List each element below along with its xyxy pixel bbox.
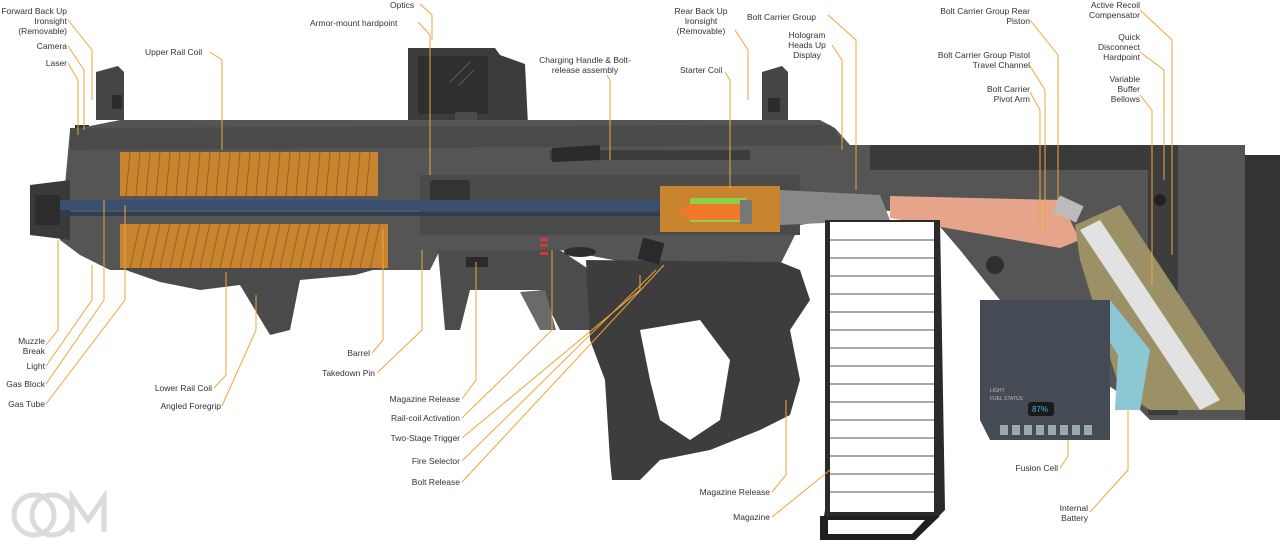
magazine [820, 220, 945, 540]
label-variable-buffer: Variable Buffer Bellows [1109, 74, 1140, 104]
label-optics: Optics [390, 0, 415, 10]
label-gas-tube: Gas Tube [8, 399, 45, 409]
label-active-recoil: Active Recoil Compensator [1088, 0, 1140, 20]
label-light: Light [26, 361, 45, 371]
barrel-assembly [60, 200, 800, 216]
fusion-light-text: LIGHT [990, 388, 1005, 394]
label-fusion-cell: Fusion Cell [1015, 463, 1058, 473]
label-takedown-pin: Takedown Pin [322, 368, 375, 378]
label-upper-rail-coil: Upper Rail Coil [145, 47, 203, 57]
leader-lines [45, 3, 1173, 518]
label-fire-selector: Fire Selector [411, 456, 460, 466]
fusion-cell [980, 300, 1110, 440]
label-internal-battery: Internal Battery [1059, 503, 1088, 523]
fusion-percent: 87% [1032, 405, 1048, 414]
label-lower-rail-coil: Lower Rail Coil [154, 383, 212, 393]
label-muzzle-break: Muzzle Break [18, 336, 45, 356]
label-quick-disconnect: Quick Disconnect Hardpoint [1097, 32, 1140, 62]
optics-sight [408, 48, 528, 130]
lower-receiver [120, 237, 810, 480]
label-starter-coil: Starter Coil [680, 65, 723, 75]
label-magazine: Magazine [733, 512, 770, 522]
label-camera: Camera [36, 41, 67, 51]
rear-ironsight [762, 66, 788, 120]
label-forward-ironsight: Forward Back Up Ironsight (Removable) [1, 6, 67, 36]
label-rear-ironsight: Rear Back Up Ironsight (Removable) [674, 6, 728, 36]
label-bc-pivot-arm: Bolt Carrier Pivot Arm [987, 84, 1030, 104]
fusion-status-text: FUEL STATUS [990, 396, 1024, 402]
label-hologram-hud: Hologram Heads Up Display [788, 30, 826, 60]
label-angled-foregrip: Angled Foregrip [160, 401, 221, 411]
starter-coil [660, 186, 780, 232]
label-barrel: Barrel [347, 348, 370, 358]
com-logo-mark [11, 489, 107, 538]
label-laser: Laser [45, 58, 67, 68]
bolt-carrier [780, 190, 1084, 248]
label-two-stage-trigger: Two-Stage Trigger [390, 433, 460, 443]
label-magazine-release-2: Magazine Release [699, 487, 770, 497]
label-bcg-pistol-channel: Bolt Carrier Group Pistol Travel Channel [937, 50, 1030, 70]
trigger-markings [540, 238, 548, 255]
label-gas-block: Gas Block [6, 379, 45, 389]
label-rail-coil-activation: Rail-coil Activation [391, 413, 460, 423]
label-magazine-release-1: Magazine Release [389, 394, 460, 404]
label-bolt-release: Bolt Release [411, 477, 460, 487]
label-armor-mount: Armor-mount hardpoint [310, 18, 398, 28]
rail-coils [120, 151, 388, 269]
label-bcg-rear-piston: Bolt Carrier Group Rear Piston [940, 6, 1030, 26]
label-charging-handle: Charging Handle & Bolt-release assembly [539, 55, 631, 75]
label-bolt-carrier-group: Bolt Carrier Group [747, 12, 816, 22]
